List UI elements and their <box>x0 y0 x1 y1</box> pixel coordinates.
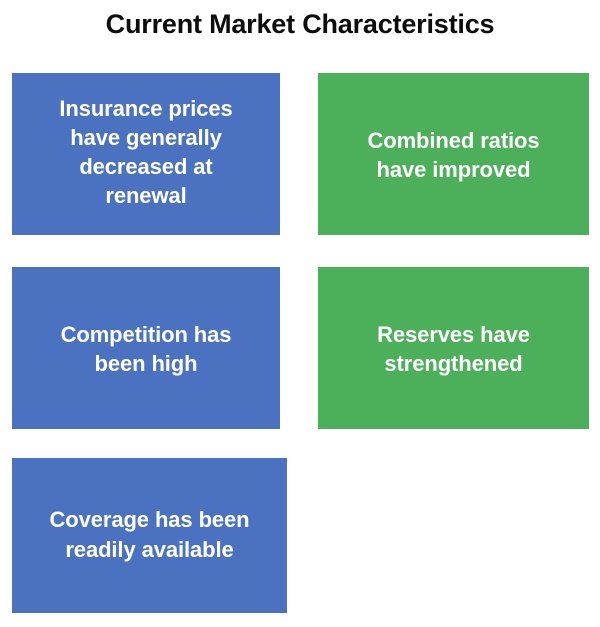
card-label: Competition has been high <box>60 321 232 376</box>
page-title: Current Market Characteristics <box>105 9 495 39</box>
characteristic-card-coverage[interactable]: Coverage has been readily available <box>12 458 287 613</box>
characteristic-card-insurance-prices[interactable]: Insurance prices have generally decrease… <box>12 73 280 235</box>
card-label: Combined ratios have improved <box>367 127 540 182</box>
characteristic-card-reserves[interactable]: Reserves have strengthened <box>318 267 589 429</box>
characteristic-card-combined-ratios[interactable]: Combined ratios have improved <box>318 73 589 235</box>
card-label: Reserves have strengthened <box>377 321 530 376</box>
card-label: Coverage has been readily available <box>49 507 250 562</box>
card-label: Insurance prices have generally decrease… <box>59 95 233 209</box>
characteristic-card-competition[interactable]: Competition has been high <box>12 267 280 429</box>
